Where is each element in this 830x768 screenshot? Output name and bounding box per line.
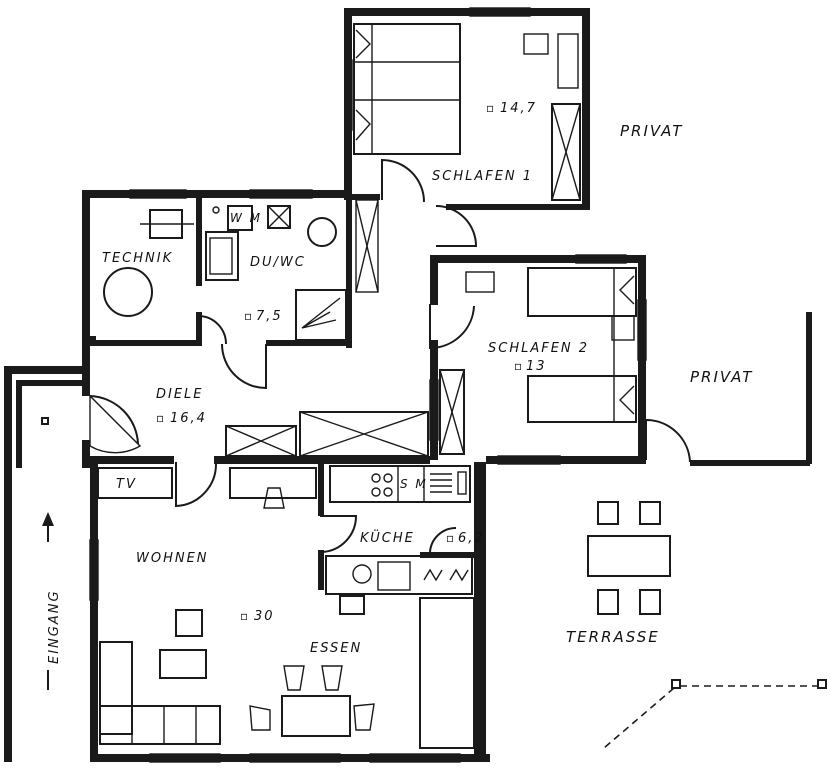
windows bbox=[89, 7, 647, 763]
room-label-diele: DIELE bbox=[156, 387, 204, 402]
room-area-schlafen1: 14,7 bbox=[500, 101, 537, 116]
terrace-furniture bbox=[587, 501, 827, 749]
room-label-kueche: KÜCHE bbox=[360, 529, 415, 546]
room-area-marker: ▫ bbox=[156, 411, 166, 425]
room-area-marker: ▫ bbox=[446, 531, 456, 545]
bedroom1-furniture bbox=[353, 23, 581, 293]
living-furniture bbox=[97, 467, 475, 749]
room-labels: PRIVAT PRIVAT ▫ 14,7 SCHLAFEN 1 TECHNIK … bbox=[47, 101, 753, 664]
room-area-kueche: 6,2 bbox=[458, 531, 485, 546]
entrance-arrow-icon bbox=[42, 512, 54, 690]
room-label-schlafen1: SCHLAFEN 1 bbox=[432, 169, 533, 184]
washer-dryer-label: W M bbox=[230, 211, 262, 225]
tv-label: TV bbox=[116, 477, 137, 492]
room-area-wohnen: 30 bbox=[254, 609, 275, 624]
kitchen-fixtures bbox=[325, 465, 473, 595]
room-area-diele: 16,4 bbox=[170, 411, 207, 426]
room-area-marker: ▫ bbox=[244, 309, 254, 323]
entrance-label: EINGANG bbox=[47, 589, 62, 664]
doors bbox=[89, 158, 691, 553]
stove-microwave-label: S M bbox=[400, 477, 428, 491]
room-area-marker: ▫ bbox=[486, 101, 496, 115]
bedroom2-furniture bbox=[465, 267, 637, 423]
room-label-duwc: DU/WC bbox=[250, 255, 306, 270]
room-area-duwc: 7,5 bbox=[256, 309, 283, 324]
zone-label-privat-right: PRIVAT bbox=[690, 368, 753, 386]
room-label-schlafen2: SCHLAFEN 2 bbox=[488, 341, 589, 356]
room-label-technik: TECHNIK bbox=[102, 251, 173, 266]
room-label-terrasse: TERRASSE bbox=[566, 628, 660, 646]
room-area-marker: ▫ bbox=[240, 609, 250, 623]
zone-label-privat-top: PRIVAT bbox=[620, 122, 683, 140]
hallway-furniture bbox=[41, 369, 465, 457]
bath-fixtures bbox=[103, 205, 347, 341]
room-area-marker: ▫ bbox=[514, 359, 524, 373]
room-area-schlafen2: 13 bbox=[526, 359, 547, 374]
room-label-wohnen: WOHNEN bbox=[136, 551, 209, 566]
outer-walls bbox=[4, 8, 812, 762]
room-label-essen: ESSEN bbox=[310, 641, 362, 656]
